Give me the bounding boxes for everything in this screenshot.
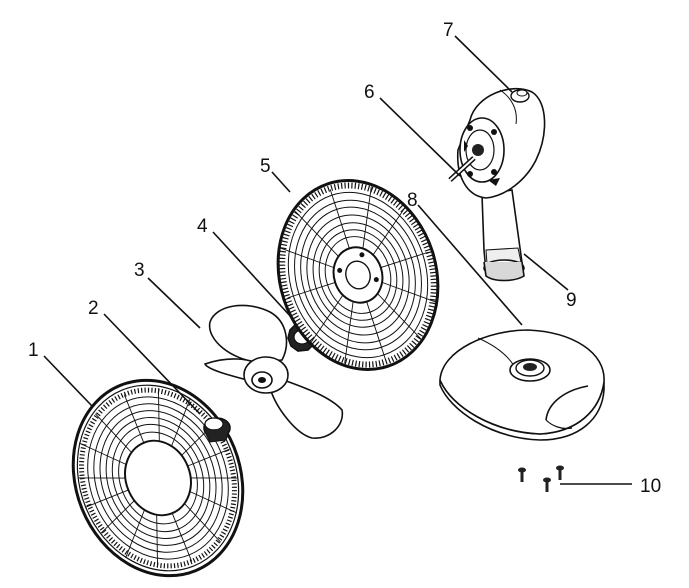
leader-line-3 <box>147 277 201 329</box>
motor-assembly <box>448 87 546 282</box>
part-number-5: 5 <box>260 156 271 177</box>
part-number-4: 4 <box>197 216 208 237</box>
leader-line-7 <box>454 35 513 93</box>
part-number-3: 3 <box>134 260 145 281</box>
part-number-6: 6 <box>364 82 375 103</box>
part-labels: 1 2 3 4 5 6 7 8 9 10 <box>28 20 661 497</box>
leader-line-1 <box>43 355 93 407</box>
spinner-cap <box>203 417 231 443</box>
part-number-10: 10 <box>640 476 661 497</box>
base-screws <box>518 465 564 492</box>
front-grill <box>71 378 245 578</box>
leader-line-5 <box>271 171 291 193</box>
leader-line-9 <box>523 253 569 291</box>
part-number-1: 1 <box>28 340 39 361</box>
leader-lines <box>43 35 632 485</box>
part-number-8: 8 <box>407 190 418 211</box>
part-number-2: 2 <box>88 298 99 319</box>
leader-line-4 <box>212 231 293 319</box>
part-number-9: 9 <box>566 290 577 311</box>
leader-line-2 <box>103 313 201 415</box>
rear-grill <box>276 179 440 371</box>
fan-blade <box>203 304 344 439</box>
part-number-7: 7 <box>443 20 454 41</box>
leader-line-6 <box>379 97 461 177</box>
leader-line-8 <box>417 204 523 326</box>
fan-base <box>439 329 605 441</box>
